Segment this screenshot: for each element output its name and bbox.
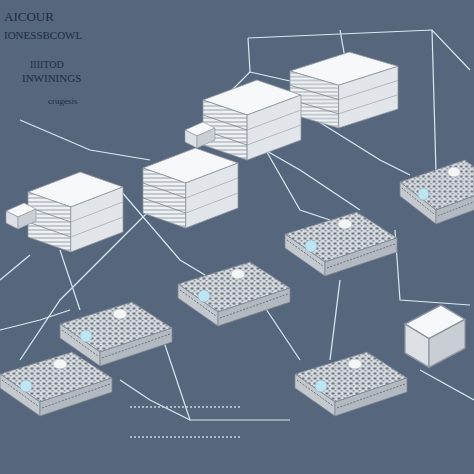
wire bbox=[330, 280, 340, 360]
garbled-label: INWININGS bbox=[22, 73, 81, 84]
wire bbox=[20, 120, 150, 160]
server-stack bbox=[28, 172, 123, 252]
small-box bbox=[6, 203, 36, 229]
rack-board bbox=[178, 262, 290, 326]
rack-board bbox=[295, 352, 407, 416]
small-box bbox=[405, 305, 465, 367]
wire bbox=[395, 230, 470, 305]
rack-board bbox=[400, 160, 474, 224]
wire bbox=[432, 30, 436, 172]
wire bbox=[120, 380, 190, 420]
garbled-label: IONESSBCOWL bbox=[4, 30, 82, 41]
wire bbox=[420, 370, 474, 400]
network-wires bbox=[0, 30, 474, 420]
wire bbox=[0, 255, 30, 280]
tick-row bbox=[130, 436, 240, 438]
server-stack bbox=[203, 80, 301, 160]
garbled-label: crugesis bbox=[48, 97, 78, 106]
garbled-label: IIIITOD bbox=[30, 60, 64, 70]
wire bbox=[260, 140, 330, 220]
wire bbox=[60, 250, 80, 310]
small-box bbox=[185, 122, 215, 148]
garbled-label: AICOUR bbox=[4, 10, 54, 23]
wire bbox=[0, 310, 70, 330]
rack-board bbox=[285, 212, 397, 276]
tick-row bbox=[130, 406, 240, 408]
rack-board bbox=[0, 352, 112, 416]
server-stack bbox=[143, 148, 238, 228]
server-large bbox=[290, 52, 398, 128]
